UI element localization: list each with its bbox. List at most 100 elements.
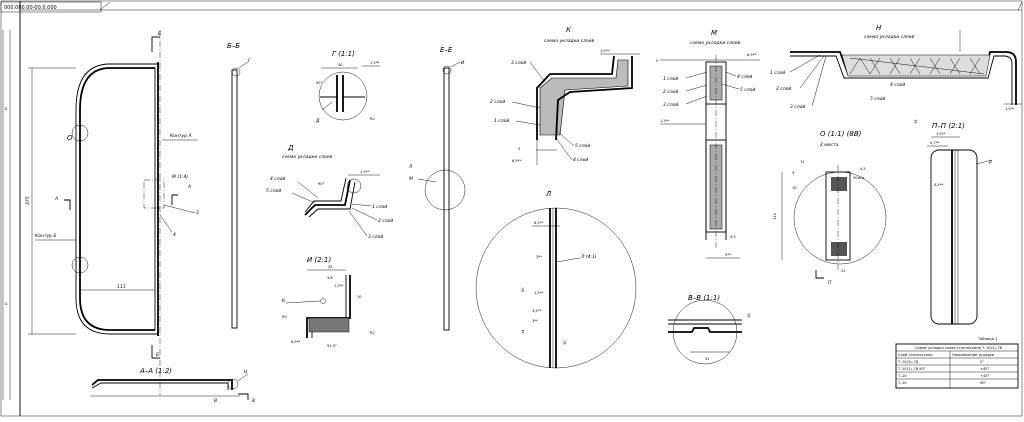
detail-d-dim-90: 90° <box>318 182 325 186</box>
frame-stamp: 000.000.00-00.0.000 <box>4 5 57 11</box>
detail-i-dim-32: 32 <box>328 265 333 269</box>
detail-m-layer-2: 2 слой <box>663 89 678 95</box>
detail-i-dim-91: 91,5° <box>327 344 337 348</box>
detail-o-title: О (1:1) (8В) <box>820 130 862 138</box>
detail-n-dim-1-5: 1,5** <box>1005 107 1015 111</box>
section-vv-dim-31: 31 <box>705 357 710 361</box>
detail-n-title: Н <box>876 24 882 32</box>
detail-i: И (2:1) 32 3,8 1,5** 10 К R5 6,5** 91,5°… <box>282 256 375 348</box>
detail-l-dim-30: 30 <box>563 340 567 345</box>
detail-i-title: И (2:1) <box>307 256 331 264</box>
detail-l-callout: Л (4:1) <box>580 254 597 260</box>
callout-m: М <box>409 176 413 182</box>
detail-o-dim-11: 11 <box>800 160 805 164</box>
label-m-scale: М (1:4) <box>172 174 188 180</box>
detail-l-dim-3-5: 3,5** <box>532 309 542 313</box>
detail-m-dim-1-5: 1,5** <box>660 119 670 123</box>
section-ee-callout: И <box>461 60 465 66</box>
table-cell-0-1: 0° <box>980 360 984 364</box>
detail-d: Д схема укладки слоев 90° 1,5** 4 слой 5… <box>266 144 393 240</box>
section-vv: В–В (1:1) 31 16 <box>668 294 751 365</box>
detail-k: К схема укладки слоев 6,5** 5 1,5** 3 сл… <box>490 26 640 165</box>
detail-g-callout: Д <box>315 118 320 124</box>
section-bb: Б–Б Г <box>227 42 251 329</box>
detail-i-dim-3-8: 3,8 <box>327 276 333 280</box>
detail-o-dim-22: 22 <box>841 269 846 273</box>
detail-g-dim-r2: R2 <box>370 117 375 121</box>
detail-o-circle <box>71 124 89 142</box>
detail-l-dim-6-5: 6,5** <box>534 221 544 225</box>
detail-n-layer-1: 1 слой <box>770 70 785 76</box>
table-cell-2-1: +45° <box>980 374 990 378</box>
detail-i-dim-10: 10 <box>357 295 362 299</box>
detail-i-dim-1-5: 1,5** <box>334 284 344 288</box>
detail-l: Л 6,5** 3** 1,5** 3,5** 3** 40 14 30 Л (… <box>475 190 637 369</box>
main-view: 375 113 Б Б О Контур А М (1:4) А 3 4 А К… <box>25 30 199 395</box>
section-pp-callout: Р <box>989 160 992 166</box>
detail-l-dim-40: 40 <box>521 287 525 292</box>
section-aa-title: А–А (1:2) <box>139 367 172 375</box>
callout-l: Л <box>408 164 413 170</box>
detail-i-dim-6-5: 6,5** <box>291 340 301 344</box>
section-vv-dim-16: 16 <box>747 313 751 318</box>
detail-k-subtitle: схема укладки слоев <box>544 39 595 44</box>
table-cell-3-1: 90° <box>980 381 987 385</box>
detail-l-dim-3b: 3** <box>532 319 538 323</box>
table-cell-2-0: Т–10 <box>897 374 907 378</box>
detail-d-layer-3: 3 слой <box>368 234 383 240</box>
detail-d-layer-1: 1 слой <box>372 204 387 210</box>
table-cell-3-0: Т–10 <box>897 381 907 385</box>
detail-k-layer-3: 3 слой <box>511 60 526 66</box>
detail-m-dim-3-5: 3,5 <box>730 235 736 239</box>
detail-o: О (1:1) (8В) 2 места 11 3 10 112 4,5 30о… <box>773 130 887 286</box>
detail-d-layer-4: 4 слой <box>270 176 285 182</box>
detail-m-layer-5: 5 слой <box>740 87 755 93</box>
table-title: Схема укладки слоев стеклоткани Т–10(1)–… <box>915 346 1003 350</box>
detail-m-layer-1: 1 слой <box>663 76 678 82</box>
detail-l-dim-3: 3** <box>536 255 542 259</box>
detail-k-layer-1: 1 слой <box>494 118 509 124</box>
label-3: 3 <box>196 210 199 216</box>
detail-o-callout: П <box>828 280 832 286</box>
detail-o-dim-10: 10 <box>792 186 797 190</box>
layer-table: Таблица 1 Схема укладки слоев стеклоткан… <box>895 337 1019 389</box>
detail-o-dim-4-5: 4,5 <box>860 167 866 171</box>
detail-m-layer-3: 3 слой <box>663 102 678 108</box>
table-header-0: Слой стеклоткани <box>898 353 933 357</box>
detail-n-subtitle: схема укладки слоев <box>864 35 915 40</box>
table-cell-0-0: Т–10(1)–78 <box>897 360 919 364</box>
detail-d-layer-2: 2 слой <box>378 218 393 224</box>
detail-m-dim-5: 5 <box>656 59 658 63</box>
detail-k-dim-1-5: 1,5** <box>600 49 610 53</box>
detail-m-title: М <box>711 29 717 37</box>
detail-g-dim-30: 30 <box>338 63 343 67</box>
detail-g: Г (1:1) 30 1,5** 90° R2 Д <box>315 50 380 124</box>
detail-k-layer-5: 5 слой <box>575 143 590 149</box>
section-bb-callout: Г <box>248 58 251 64</box>
detail-k-layer-2: 2 слой <box>490 99 505 105</box>
section-pp: П–П (2:1) 1,5** 0,7** 0,5** Р <box>927 122 993 325</box>
section-bb-title: Б–Б <box>227 42 240 50</box>
detail-o-subtitle: 2 места <box>820 142 839 148</box>
section-ee-title: Е–Е <box>440 46 453 54</box>
label-a-left: А <box>54 196 58 202</box>
detail-m-layer-4: 4 слой <box>737 74 752 80</box>
section-ee: Е–Е И Л М <box>408 46 466 331</box>
svg-text:А: А <box>5 302 8 306</box>
detail-n: Н схема укладки слоев 1 слой 2 слой 3 сл… <box>770 24 1022 124</box>
detail-k-layer-4: 4 слой <box>573 157 588 163</box>
detail-m-dim-6-5: 6,5** <box>747 53 757 57</box>
detail-l-dim-14: 14 <box>521 329 525 334</box>
detail-o-dim-112: 112 <box>773 213 777 220</box>
detail-d-subtitle: схема укладки слоев <box>282 155 333 160</box>
detail-i-callout: К <box>282 298 286 304</box>
label-kontur-a: Контур А <box>170 133 192 139</box>
section-aa-callout-n: Н <box>244 369 248 375</box>
label-a-right: А <box>187 184 191 190</box>
detail-d-layer-5: 5 слой <box>266 188 281 194</box>
table-cell-1-0: Т–10(1)–78 90° <box>897 367 926 371</box>
label-4: 4 <box>173 232 176 238</box>
table-caption: Таблица 1 <box>977 337 997 341</box>
section-vv-title: В–В (1:1) <box>688 294 720 302</box>
